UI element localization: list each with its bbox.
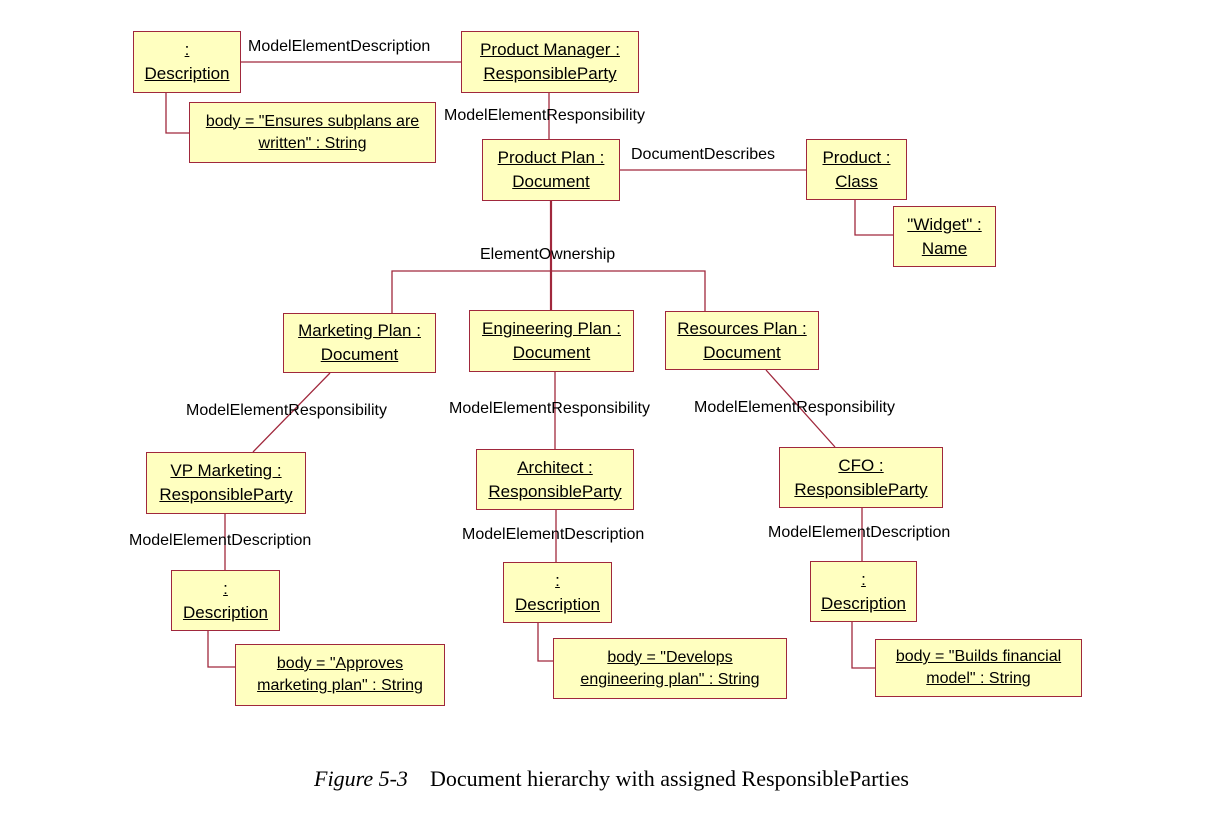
description-object-right: : Description: [810, 561, 917, 622]
figure-number: Figure 5-3: [314, 766, 408, 791]
object-name: "Widget" :: [907, 214, 982, 234]
object-type: ResponsibleParty: [159, 485, 293, 504]
object-name: :: [555, 570, 560, 590]
note-approves-marketing-plan: body = "Approves marketing plan" : Strin…: [235, 644, 445, 706]
cfo-object: CFO : ResponsibleParty: [779, 447, 943, 508]
description-object-top: : Description: [133, 31, 241, 93]
assoc-label-model-element-description: ModelElementDescription: [248, 38, 431, 55]
link-desc-note-right: [851, 622, 875, 669]
object-name: :: [184, 40, 190, 59]
product-class-object: Product : Class: [806, 139, 907, 200]
vp-marketing-object: VP Marketing : ResponsibleParty: [146, 452, 306, 514]
note-builds-financial-model: body = "Builds financial model" : String: [875, 639, 1082, 697]
figure-caption-text: Document hierarchy with assigned Respons…: [429, 766, 909, 791]
object-name: Marketing Plan :: [298, 321, 421, 340]
object-name: VP Marketing :: [170, 461, 282, 480]
resources-plan-object: Resources Plan : Document: [665, 311, 819, 370]
object-name: Product Manager :: [480, 40, 620, 59]
widget-name-object: "Widget" : Name: [893, 206, 996, 267]
engineering-plan-object: Engineering Plan : Document: [469, 310, 634, 372]
note-line-2: engineering plan" : String: [580, 670, 760, 688]
object-name: :: [861, 569, 866, 589]
object-type: Document: [512, 172, 590, 191]
assoc-label-model-element-responsibility: ModelElementResponsibility: [444, 107, 645, 124]
link-ownership-bar: [391, 270, 706, 313]
note-line-2: marketing plan" : String: [257, 677, 423, 694]
link-resources-cfo: [765, 369, 836, 448]
link-product-widget: [854, 200, 893, 236]
object-name: Architect :: [517, 457, 593, 477]
assoc-label-element-ownership: ElementOwnership: [480, 246, 616, 263]
product-plan-object: Product Plan : Document: [482, 139, 620, 201]
note-line-1: body = "Develops: [607, 648, 733, 666]
object-type: ResponsibleParty: [794, 479, 928, 499]
architect-object: Architect : ResponsibleParty: [476, 449, 634, 510]
object-type: Class: [835, 171, 878, 191]
assoc-label-responsibility-left: ModelElementResponsibility: [186, 402, 387, 419]
object-type: Description: [820, 593, 907, 613]
assoc-label-description-right: ModelElementDescription: [768, 524, 951, 541]
object-type: ResponsibleParty: [488, 481, 622, 501]
note-line-2: model" : String: [926, 670, 1031, 687]
link-desc-note-top: [165, 93, 189, 134]
note-line-1: body = "Builds financial: [895, 648, 1062, 665]
object-type: Document: [512, 343, 591, 362]
product-manager-object: Product Manager : ResponsibleParty: [461, 31, 639, 93]
note-line-2: written" : String: [258, 134, 367, 152]
object-name: CFO :: [838, 455, 884, 475]
object-type: Document: [320, 345, 399, 364]
link-marketing-vp: [252, 372, 331, 453]
assoc-label-description-left: ModelElementDescription: [129, 532, 312, 549]
assoc-label-responsibility-right: ModelElementResponsibility: [694, 399, 895, 416]
marketing-plan-object: Marketing Plan : Document: [283, 313, 436, 373]
object-type: Description: [182, 602, 269, 622]
link-desc-note-mid: [537, 623, 553, 662]
figure-caption: Figure 5-3 Document hierarchy with assign…: [0, 766, 1223, 792]
object-name: Product Plan :: [497, 148, 605, 167]
object-name: Engineering Plan :: [482, 319, 621, 338]
assoc-label-description-mid: ModelElementDescription: [462, 526, 645, 543]
assoc-label-document-describes: DocumentDescribes: [631, 146, 776, 163]
description-object-left: : Description: [171, 570, 280, 631]
assoc-label-responsibility-mid: ModelElementResponsibility: [449, 400, 650, 417]
note-line-1: body = "Approves: [276, 655, 404, 672]
note-line-1: body = "Ensures subplans are: [205, 112, 420, 130]
object-type: ResponsibleParty: [483, 64, 617, 83]
note-ensures-subplans: body = "Ensures subplans are written" : …: [189, 102, 436, 163]
object-type: Description: [144, 64, 230, 83]
object-type: Name: [921, 238, 968, 258]
object-type: Document: [703, 342, 781, 362]
object-name: Resources Plan :: [677, 318, 807, 338]
object-type: Description: [514, 594, 601, 614]
description-object-mid: : Description: [503, 562, 612, 623]
object-name: Product :: [822, 147, 891, 167]
link-desc-note-left: [207, 631, 235, 668]
object-name: :: [223, 578, 228, 598]
note-develops-engineering-plan: body = "Develops engineering plan" : Str…: [553, 638, 787, 699]
